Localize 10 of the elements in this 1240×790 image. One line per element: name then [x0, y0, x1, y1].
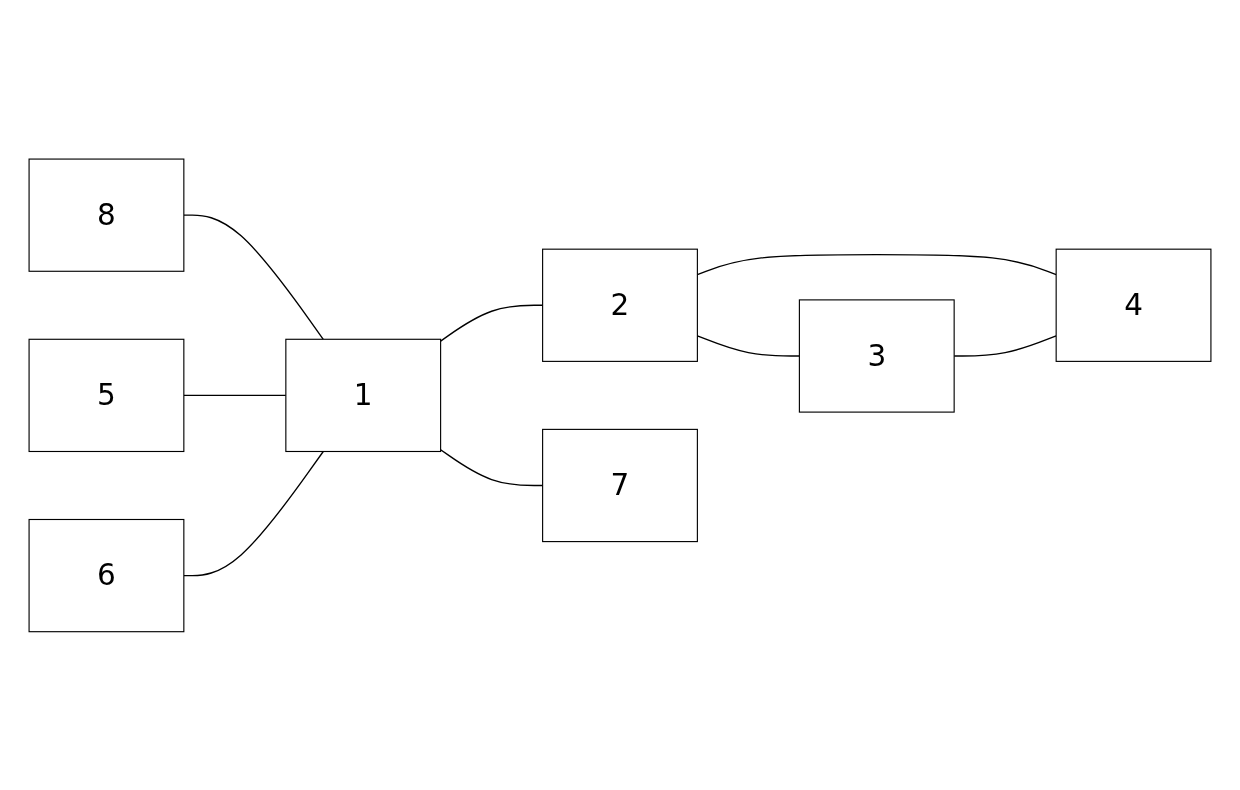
node-box: 4	[1055, 248, 1212, 362]
node-box: 8	[28, 158, 185, 272]
node-box: 3	[798, 298, 955, 413]
node-box: 6	[28, 518, 185, 632]
node-box: 5	[28, 338, 185, 452]
node-box: 7	[542, 428, 698, 542]
node-box: 1	[285, 338, 442, 452]
connector	[183, 214, 324, 340]
connector	[183, 450, 324, 576]
node-box: 2	[542, 248, 698, 362]
